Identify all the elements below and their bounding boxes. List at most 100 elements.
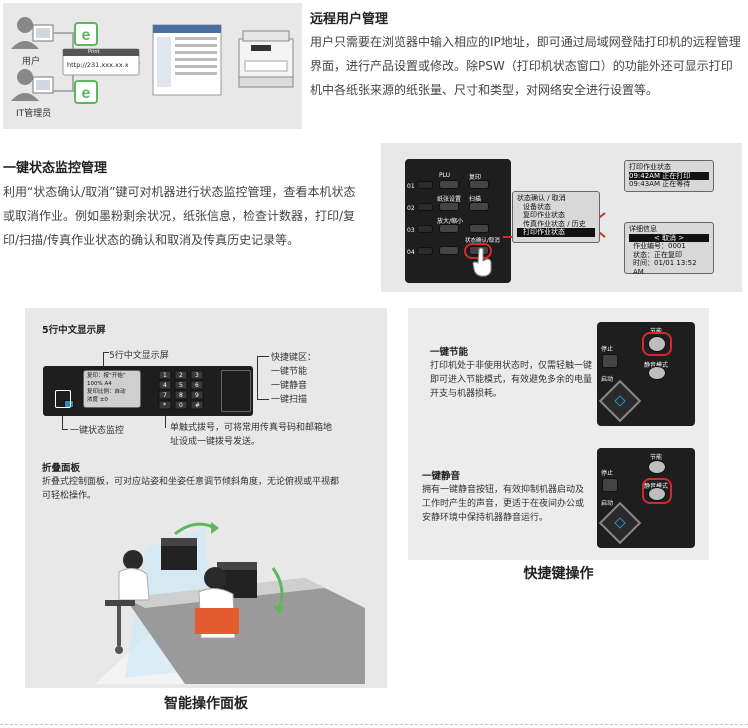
detail-line: 详细信息 (629, 225, 657, 233)
status-monitor-illustration: 01 02 03 04 PLU 复印 纸张设置 扫描 放大/缩小 状态确认/取消… (381, 143, 742, 292)
row-num: 02 (407, 205, 415, 212)
row-num: 04 (407, 249, 415, 256)
key: 8 (179, 392, 183, 399)
speed-dial-button (417, 203, 433, 211)
office-illustration (95, 522, 365, 684)
row-num: 03 (407, 227, 415, 234)
lcd-callout: 5行中文显示屏 (109, 351, 169, 361)
status-title: 一键状态监控管理 (3, 161, 108, 176)
stop-button-2 (602, 478, 618, 492)
lcd-line: 浓度 ±0 (87, 397, 108, 403)
status-menu-screen: 状态确认 / 取消 设备状态 复印作业状态 传真作业状态 / 历史 打印作业状态 (512, 191, 600, 243)
hotkey-callout-item: 一键静音 (271, 381, 308, 391)
hotkey-callout-item: 一键节能 (271, 367, 308, 377)
keypad-grid (158, 370, 204, 410)
key-button (439, 246, 459, 255)
job-line-selected: 09:42AM 正在打印 (629, 171, 709, 181)
bottom-divider (0, 724, 748, 726)
extra-button (469, 224, 489, 233)
user-label: 用户 (22, 57, 41, 67)
key: 4 (163, 382, 167, 389)
fold-panel-title: 折叠面板 (42, 463, 81, 474)
eco-label-2: 节能 (650, 454, 663, 461)
key: 0 (179, 402, 183, 409)
fold-panel-body: 折叠式控制面板，可对应站姿和坐姿任意调节倾斜角度，无论俯视或平视都可轻松操作。 (42, 477, 340, 501)
url-text: http://231.xxx.xx.x (67, 61, 129, 69)
web-ui-screenshot (152, 24, 222, 96)
status-key-callout: 一键状态监控 (70, 426, 125, 436)
device-keypad (405, 159, 511, 283)
start-label-2: 启动 (601, 500, 614, 507)
hotkey-callout-item: 一键扫描 (271, 395, 308, 405)
one-touch-callout: 单触式拨号，可将常用传真号码和邮箱地址设成一键拨号发送。 (170, 423, 333, 447)
key: 6 (195, 382, 199, 389)
control-panel-device (43, 366, 253, 416)
quiet-title: 一键静音 (422, 471, 461, 482)
zoom-button (439, 224, 459, 233)
speed-dial-button (417, 247, 433, 255)
quiet-label: 静音模式 (644, 481, 668, 490)
plu-button (439, 180, 459, 189)
stop-button (602, 354, 618, 368)
key: 7 (163, 392, 167, 399)
menu-line-selected: 打印作业状态 (517, 228, 595, 237)
remote-title: 远程用户管理 (310, 12, 389, 27)
speed-dial-button (417, 181, 433, 189)
browser-e-icon: e (74, 22, 98, 46)
key: 3 (195, 372, 199, 379)
svg-text:e: e (82, 85, 91, 102)
copy-button (469, 180, 489, 189)
browser-e-icon-2: e (74, 80, 98, 104)
speed-dial-button (417, 225, 433, 233)
lcd-line: 复印比例：自动 (87, 389, 126, 395)
key: # (195, 402, 201, 409)
hotkey-area (221, 370, 251, 412)
eco-title: 一键节能 (430, 347, 469, 358)
menu-line: 传真作业状态 / 历史 (523, 219, 586, 228)
admin-icon (11, 69, 54, 101)
eco-button (648, 336, 666, 352)
btn-label-scan: 扫描 (469, 196, 482, 203)
eco-highlight (642, 332, 672, 356)
lcd-line: 100% A4 (87, 381, 112, 387)
admin-label: IT管理员 (16, 109, 52, 119)
stop-label-2: 停止 (601, 470, 614, 477)
smart-panel-illustration: 5行中文显示屏 5行中文显示屏 快捷键区： 一键节能 一键静音 一键扫描 复印：… (25, 308, 387, 688)
finger-icon (472, 247, 492, 277)
eco-body: 打印机处于非使用状态时，仅需轻触一键即可进入节能模式，有效避免多余的电量开支与机… (430, 361, 593, 399)
panel-title: 5行中文显示屏 (42, 325, 106, 336)
btn-label-plu: PLU (439, 172, 451, 179)
scan-button (469, 202, 489, 211)
print-job-screen: 打印作业状态 09:42AM 正在打印 09:43AM 正在等待 (624, 160, 714, 192)
status-body: 利用“状态确认/取消”键可对机器进行状态监控管理，查看本机状态或取消作业。例如墨… (3, 185, 356, 247)
key: 2 (179, 372, 183, 379)
key: 9 (195, 392, 199, 399)
btn-label-zoom: 放大/缩小 (437, 218, 464, 225)
job-line: 09:43AM 正在等待 (629, 180, 691, 189)
quiet-body: 拥有一键静音按钮，有效抑制机器启动及工作时产生的声音，更适于在夜间办公或安静环境… (422, 485, 585, 523)
printer-icon (238, 30, 294, 88)
remote-body: 用户只需要在浏览器中输入相应的IP地址，即可通过局域网登陆打印机的远程管理界面，… (310, 35, 741, 97)
row-num: 01 (407, 183, 415, 190)
device-lcd: 复印：按“开始” 100% A4 复印比例：自动 浓度 ±0 (83, 370, 141, 408)
url-window-title: Print (88, 49, 100, 55)
btn-label-status: 状态确认/取消 (465, 238, 500, 244)
key: 1 (163, 372, 167, 379)
hotkey-caption: 快捷键操作 (523, 566, 594, 582)
btn-label-copy: 复印 (469, 174, 482, 181)
detail-line: 状态：正在复印 (633, 250, 682, 259)
menu-line: 复印作业状态 (523, 211, 565, 220)
eco-button-2 (648, 460, 666, 474)
hotkey-callout-title: 快捷键区： (271, 353, 317, 363)
remote-diagram: e e (11, 17, 294, 104)
job-detail-screen: 详细信息 < 取消 > 作业编号：0001 状态：正在复印 时间：01/01 1… (624, 222, 714, 276)
remote-management-illustration: e e 用户 IT管理员 Print (3, 3, 302, 129)
start-label: 启动 (601, 376, 614, 383)
quiet-highlight (642, 478, 672, 504)
quiet-button-small (648, 366, 666, 380)
quiet-label-small: 静音模式 (644, 360, 668, 369)
key: * (163, 402, 166, 409)
user-icon (11, 17, 54, 49)
job-line: 打印作业状态 (629, 163, 671, 171)
detail-line-selected: < 取消 > (629, 233, 709, 243)
